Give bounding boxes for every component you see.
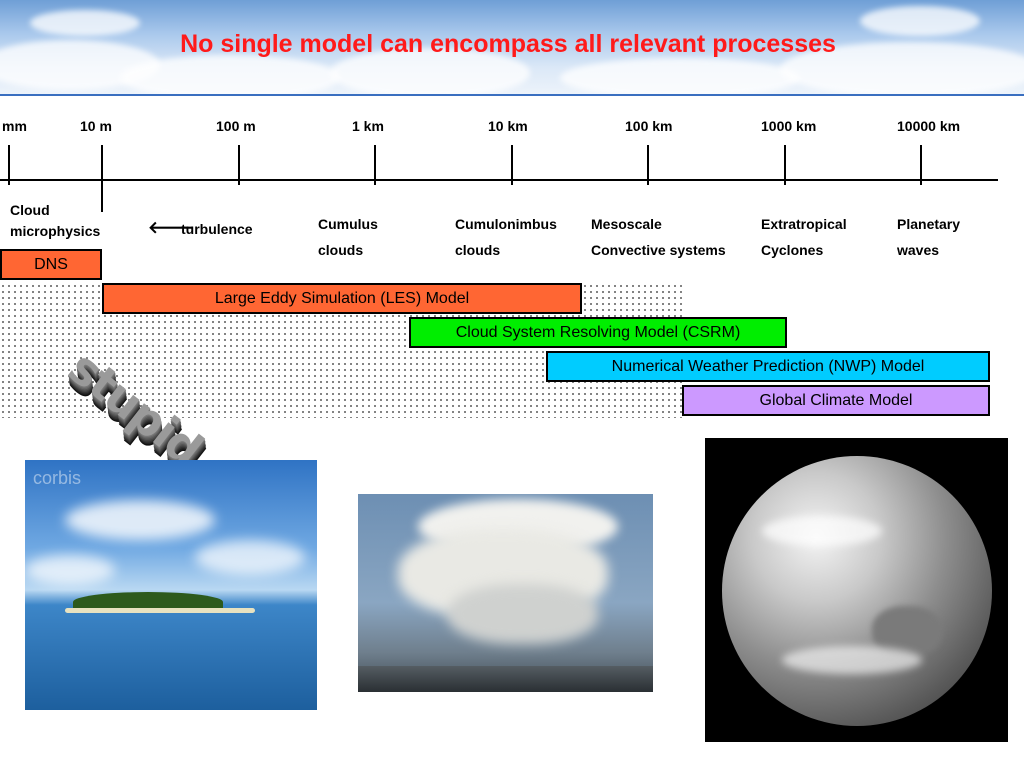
photo-cloud: [65, 500, 215, 540]
tick-label-10000km: 10000 km: [897, 118, 961, 134]
tick-mark: [647, 145, 649, 185]
process-line: Convective systems: [591, 242, 726, 258]
model-bar-csrm: Cloud System Resolving Model (CSRM): [409, 317, 787, 348]
process-line: clouds: [318, 242, 364, 258]
process-planetary: Planetary waves: [897, 211, 960, 263]
process-cumulus: Cumulus clouds: [318, 211, 378, 263]
tick-mark: [920, 145, 922, 185]
header-cloud: [120, 55, 340, 96]
process-line: Extratropical: [761, 216, 847, 232]
header-cloud: [560, 58, 800, 96]
process-cloud-microphysics: Cloud microphysics: [10, 200, 100, 242]
process-extratropical: Extratropical Cyclones: [761, 211, 847, 263]
process-line: Mesoscale: [591, 216, 662, 232]
cumulonimbus-photo: [358, 494, 653, 692]
tick-mark: [238, 145, 240, 185]
process-line: Cumulus: [318, 216, 378, 232]
tick-label-1km: 1 km: [352, 118, 384, 134]
tick-mark: [511, 145, 513, 185]
process-line: Cumulonimbus: [455, 216, 557, 232]
model-bar-gcm: Global Climate Model: [682, 385, 990, 416]
photo-cloud: [25, 555, 115, 585]
process-mesoscale: Mesoscale Convective systems: [591, 211, 726, 263]
scale-axis: [0, 179, 998, 181]
corbis-watermark: corbis: [33, 468, 82, 488]
island-icon: [73, 592, 223, 612]
slide-title: No single model can encompass all releva…: [180, 30, 836, 58]
tick-label-100m: 100 m: [216, 118, 256, 134]
header-cloud: [30, 10, 140, 36]
tick-mark: [784, 145, 786, 185]
photo-cloud: [195, 540, 305, 575]
model-bar-les: Large Eddy Simulation (LES) Model: [102, 283, 582, 314]
tick-label-mm: mm: [2, 118, 27, 134]
left-arrow-icon: 🡐: [148, 218, 194, 237]
earth-photo: [705, 438, 1008, 742]
process-line: Cyclones: [761, 242, 824, 258]
tick-label-10m: 10 m: [80, 118, 112, 134]
header-divider: [0, 94, 1024, 96]
photo-cloud: [448, 584, 598, 644]
earth-globe-icon: [722, 456, 992, 726]
process-line: waves: [897, 242, 940, 258]
tick-label-10km: 10 km: [488, 118, 528, 134]
tick-mark: [8, 145, 10, 185]
header-cloud: [330, 48, 530, 96]
slide-header: [0, 0, 1024, 96]
island-photo: corbis: [25, 460, 317, 710]
tick-label-100km: 100 km: [625, 118, 673, 134]
process-line: Cloud: [10, 202, 50, 218]
earth-cloud: [762, 516, 882, 546]
tick-mark: [101, 145, 103, 212]
earth-cloud: [782, 646, 922, 674]
city-skyline: [358, 666, 653, 692]
process-line: Planetary: [897, 216, 961, 232]
tick-mark: [374, 145, 376, 185]
process-line: microphysics: [10, 223, 101, 239]
model-bar-dns: DNS: [0, 249, 102, 280]
process-line: clouds: [455, 242, 501, 258]
process-turbulence: turbulence: [181, 221, 253, 237]
beach-shape: [65, 608, 255, 613]
tick-label-1000km: 1000 km: [761, 118, 817, 134]
process-cumulonimbus: Cumulonimbus clouds: [455, 211, 557, 263]
header-cloud: [780, 42, 1024, 96]
model-bar-nwp: Numerical Weather Prediction (NWP) Model: [546, 351, 990, 382]
header-cloud: [860, 6, 980, 36]
